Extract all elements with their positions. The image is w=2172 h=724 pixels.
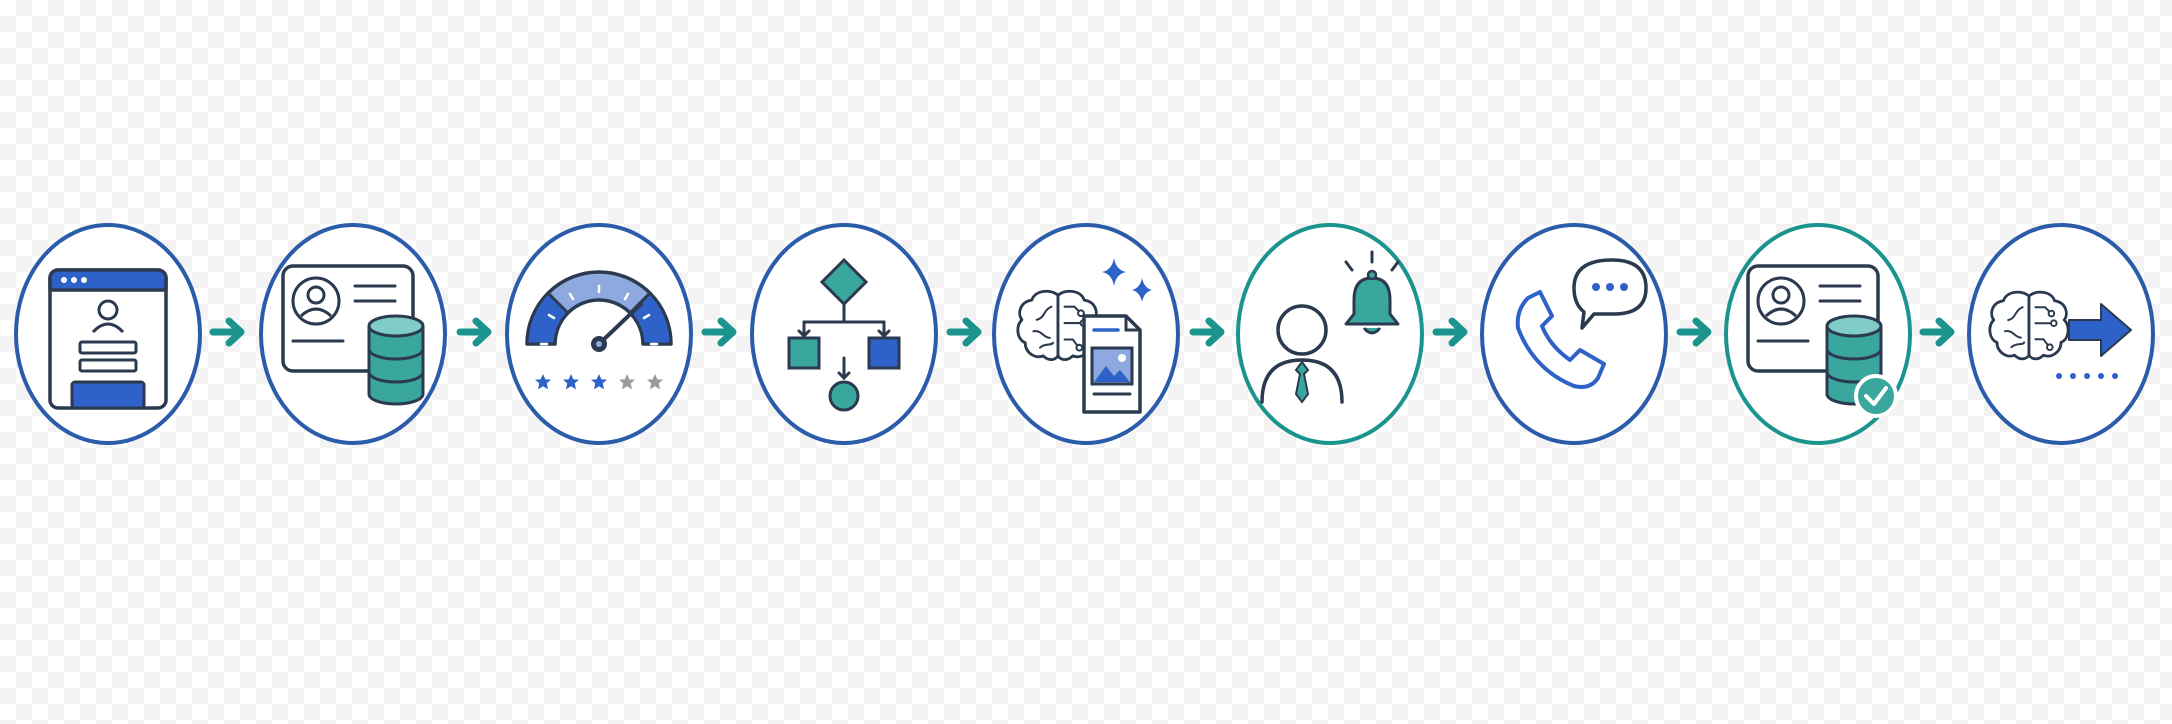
step-3 xyxy=(505,223,693,445)
arrow-right-icon xyxy=(456,317,492,347)
connector-arrows xyxy=(209,317,1955,347)
step-6 xyxy=(1236,223,1424,445)
phone-chat-icon xyxy=(1515,258,1648,389)
step-5 xyxy=(992,223,1180,445)
ai-brain-document-icon xyxy=(1016,258,1152,414)
arrow-right-icon xyxy=(946,317,982,347)
step-2 xyxy=(259,223,447,445)
step-4 xyxy=(750,223,938,445)
step-9 xyxy=(1967,223,2155,445)
step-ring xyxy=(750,223,938,445)
arrow-right-icon xyxy=(1189,317,1225,347)
arrow-right-icon xyxy=(1676,317,1712,347)
step-ring xyxy=(1236,223,1424,445)
signup-form-icon xyxy=(48,268,168,410)
ai-brain-forward-icon xyxy=(1988,290,2132,379)
step-ring xyxy=(1480,223,1668,445)
arrow-right-icon xyxy=(701,317,737,347)
arrow-right-icon xyxy=(1432,317,1468,347)
arrow-right-icon xyxy=(1919,317,1955,347)
flowchart-icon xyxy=(787,257,901,412)
step-ring xyxy=(505,223,693,445)
arrow-right-icon xyxy=(209,317,245,347)
verified-profile-database-icon xyxy=(1746,264,1898,418)
step-7 xyxy=(1480,223,1668,445)
step-1 xyxy=(14,223,202,445)
speedometer-rating-icon xyxy=(525,270,673,390)
step-8 xyxy=(1724,223,1912,445)
agent-notification-icon xyxy=(1260,250,1400,404)
